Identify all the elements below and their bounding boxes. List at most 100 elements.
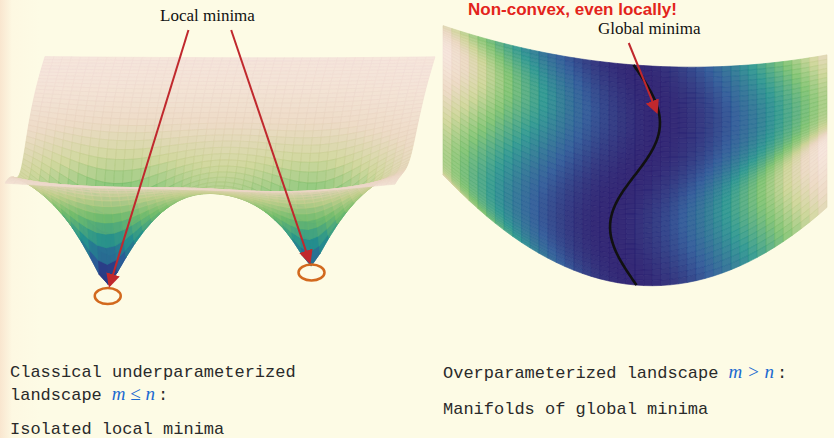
surface-patch bbox=[58, 69, 68, 72]
surface-patch bbox=[100, 80, 110, 84]
surface-patch bbox=[406, 63, 416, 66]
surface-patch bbox=[124, 57, 134, 60]
surface-patch bbox=[285, 137, 295, 145]
surface-patch bbox=[652, 66, 661, 72]
surface-patch bbox=[318, 61, 328, 64]
surface-patch bbox=[70, 60, 80, 63]
surface-patch bbox=[214, 135, 224, 141]
surface-patch bbox=[272, 108, 282, 113]
surface-patch bbox=[644, 66, 653, 72]
surface-patch bbox=[101, 77, 111, 81]
surface-patch bbox=[25, 181, 35, 182]
surface-patch bbox=[70, 91, 80, 96]
surface-patch bbox=[139, 67, 149, 70]
surface-patch bbox=[117, 84, 127, 88]
surface-patch bbox=[220, 64, 230, 67]
surface-patch bbox=[294, 86, 304, 90]
surface-patch bbox=[249, 135, 259, 142]
surface-patch bbox=[281, 68, 291, 71]
surface-patch bbox=[306, 113, 316, 119]
surface-patch bbox=[119, 196, 129, 201]
surface-patch bbox=[105, 97, 115, 102]
surface-patch bbox=[136, 125, 146, 132]
surface-patch bbox=[132, 97, 142, 102]
surface-patch bbox=[40, 184, 50, 186]
surface-patch bbox=[316, 107, 326, 113]
surface-patch bbox=[97, 57, 107, 60]
surface-patch bbox=[289, 108, 299, 113]
surface-patch bbox=[223, 135, 233, 141]
surface-patch bbox=[114, 171, 124, 184]
surface-patch bbox=[113, 63, 123, 66]
surface-patch bbox=[225, 118, 235, 124]
surface-patch bbox=[228, 64, 238, 67]
surface-patch bbox=[300, 98, 310, 103]
surface-patch bbox=[218, 71, 228, 75]
surface-patch bbox=[324, 112, 334, 118]
surface-patch bbox=[282, 64, 292, 67]
surface-patch bbox=[299, 64, 309, 67]
surface-patch bbox=[236, 107, 246, 112]
surface-patch bbox=[354, 58, 364, 61]
surface-patch bbox=[286, 82, 296, 86]
surface-patch bbox=[291, 61, 301, 64]
surface-patch bbox=[127, 125, 137, 132]
surface-patch bbox=[217, 172, 227, 177]
surface-patch bbox=[132, 158, 142, 170]
surface-patch bbox=[140, 64, 150, 67]
surface-patch bbox=[265, 98, 275, 103]
surface-patch bbox=[226, 74, 236, 78]
surface-patch bbox=[102, 112, 112, 118]
surface-patch bbox=[109, 125, 119, 133]
surface-patch bbox=[277, 82, 287, 86]
surface-patch bbox=[233, 82, 243, 86]
surface-patch bbox=[83, 76, 93, 80]
surface-patch bbox=[289, 71, 299, 75]
surface-patch bbox=[227, 107, 237, 112]
surface-patch bbox=[246, 64, 256, 67]
surface-patch bbox=[290, 68, 300, 71]
surface-patch bbox=[375, 77, 385, 81]
surface-patch bbox=[308, 64, 318, 67]
surface-patch bbox=[361, 64, 371, 67]
surface-patch bbox=[425, 57, 435, 60]
surface-patch bbox=[221, 147, 231, 153]
surface-patch bbox=[194, 98, 204, 103]
surface-patch bbox=[91, 80, 101, 84]
surface-patch bbox=[191, 71, 201, 75]
surface-patch bbox=[319, 144, 329, 153]
surface-patch bbox=[304, 124, 314, 131]
surface-patch bbox=[218, 107, 228, 112]
surface-patch bbox=[233, 129, 243, 135]
surface-patch bbox=[305, 118, 315, 124]
surface-patch bbox=[124, 93, 134, 98]
surface-patch bbox=[131, 64, 141, 67]
surface-patch bbox=[177, 93, 187, 97]
surface-patch bbox=[320, 89, 330, 93]
surface-patch bbox=[244, 190, 254, 192]
surface-patch bbox=[111, 112, 121, 118]
surface-patch bbox=[120, 113, 130, 119]
surface-patch bbox=[205, 135, 215, 142]
surface-patch bbox=[162, 81, 172, 85]
surface-patch bbox=[239, 148, 249, 155]
surface-patch bbox=[321, 81, 331, 85]
surface-patch bbox=[397, 63, 407, 66]
surface-patch bbox=[225, 123, 235, 129]
surface-patch bbox=[226, 112, 236, 117]
surface-patch bbox=[145, 125, 155, 132]
surface-patch bbox=[424, 60, 434, 63]
surface-patch bbox=[341, 74, 351, 78]
surface-patch bbox=[49, 69, 59, 72]
surface-patch bbox=[415, 60, 425, 63]
surface-patch bbox=[196, 135, 206, 142]
surface-patch bbox=[212, 61, 222, 64]
surface-patch bbox=[48, 72, 58, 76]
surface-patch bbox=[216, 123, 226, 129]
surface-patch bbox=[25, 181, 35, 183]
surface-patch bbox=[237, 103, 247, 108]
surface-patch bbox=[284, 90, 294, 94]
surface-patch bbox=[312, 130, 322, 137]
surface-patch bbox=[96, 60, 106, 63]
surface-patch bbox=[133, 57, 143, 60]
